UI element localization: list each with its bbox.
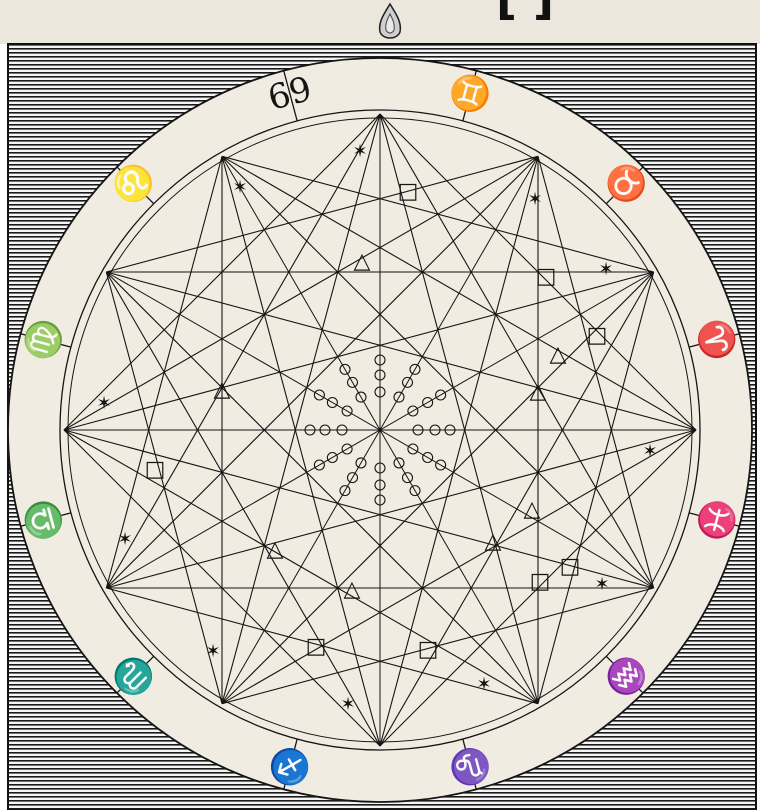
- aspect-mark-trine: △: [214, 377, 231, 402]
- aspect-mark-trine: △: [267, 537, 284, 562]
- aspect-mark-square: □: [587, 323, 608, 348]
- aspect-mark-sextile: ✶: [96, 393, 111, 414]
- aspect-mark-trine: △: [485, 529, 502, 554]
- aspect-mark-square: □: [306, 634, 327, 659]
- aspect-mark-square: □: [530, 569, 551, 594]
- aspect-mark-sextile: ✶: [117, 529, 132, 550]
- aspect-mark-sextile: ✶: [352, 141, 367, 162]
- aspect-mark-sextile: ✶: [594, 574, 609, 595]
- aspect-mark-trine: △: [344, 577, 361, 602]
- aspect-mark-trine: △: [354, 249, 371, 274]
- aspect-mark-square: □: [145, 457, 166, 482]
- aspect-mark-sextile: ✶: [598, 259, 613, 280]
- aspect-mark-sextile: ✶: [232, 177, 247, 198]
- aspect-mark-square: □: [536, 264, 557, 289]
- aspect-mark-sextile: ✶: [340, 694, 355, 715]
- aspect-mark-square: □: [560, 554, 581, 579]
- aspect-mark-sextile: ✶: [642, 441, 657, 462]
- aspect-mark-sextile: ✶: [527, 189, 542, 210]
- aspect-mark-square: □: [398, 179, 419, 204]
- aspect-mark-sextile: ✶: [205, 641, 220, 662]
- header-glyph-fragment: [ ]: [496, 0, 554, 25]
- aspect-mark-trine: △: [524, 497, 541, 522]
- aspect-mark-sextile: ✶: [476, 674, 491, 695]
- aspect-mark-trine: △: [530, 379, 547, 404]
- aspect-mark-square: □: [418, 637, 439, 662]
- aspect-mark-trine: △: [550, 342, 567, 367]
